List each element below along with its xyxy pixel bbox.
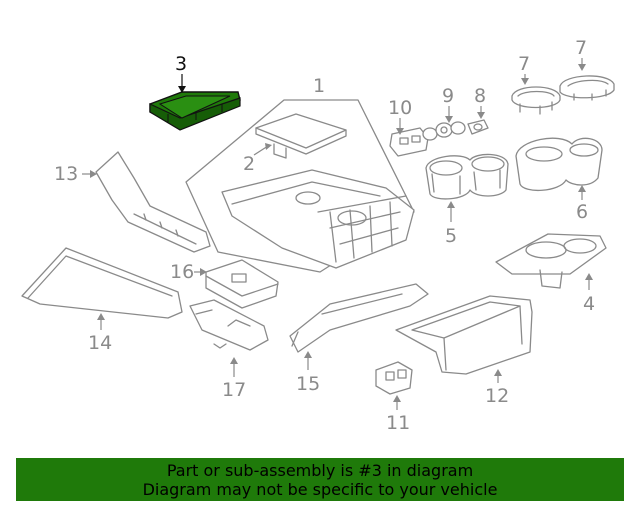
svg-text:9: 9 xyxy=(442,85,454,107)
svg-text:3: 3 xyxy=(175,53,187,75)
callout-16: 16 xyxy=(170,261,207,283)
svg-text:7: 7 xyxy=(518,53,530,75)
callout-7-left: 7 xyxy=(518,53,530,85)
callout-5: 5 xyxy=(445,201,457,247)
banner-line-2: Diagram may not be specific to your vehi… xyxy=(142,480,498,499)
part-12-storage-bin[interactable] xyxy=(395,295,533,375)
svg-text:10: 10 xyxy=(388,97,412,119)
banner-line-1: Part or sub-assembly is #3 in diagram xyxy=(166,461,474,480)
callout-6: 6 xyxy=(576,185,588,223)
parts-diagram: 3 1 2 10 xyxy=(21,37,615,434)
part-13-side-panel[interactable] xyxy=(95,151,211,253)
svg-text:7: 7 xyxy=(575,37,587,59)
callout-7-right: 7 xyxy=(575,37,587,71)
part-9-outlet[interactable] xyxy=(422,121,466,141)
callout-3: 3 xyxy=(175,53,187,93)
svg-text:2: 2 xyxy=(243,153,255,175)
part-3-tray[interactable] xyxy=(149,91,241,131)
callout-10: 10 xyxy=(388,97,412,135)
svg-text:14: 14 xyxy=(88,332,112,354)
svg-text:13: 13 xyxy=(54,163,78,185)
svg-text:6: 6 xyxy=(576,201,588,223)
callout-8: 8 xyxy=(474,85,486,119)
svg-text:16: 16 xyxy=(170,261,194,283)
part-1-console-box[interactable] xyxy=(185,99,415,273)
part-7-ring-right[interactable] xyxy=(559,75,615,101)
part-8-plug[interactable] xyxy=(467,119,489,135)
part-14-armrest-panel[interactable] xyxy=(21,247,183,319)
part-15-trim-rail[interactable] xyxy=(289,283,429,353)
part-16-module[interactable] xyxy=(205,259,279,309)
part-6-cup-insert[interactable] xyxy=(515,137,603,191)
svg-text:12: 12 xyxy=(485,385,509,407)
callout-9: 9 xyxy=(442,85,454,123)
callout-12: 12 xyxy=(485,369,509,407)
svg-text:1: 1 xyxy=(313,75,325,97)
part-17-bracket[interactable] xyxy=(189,299,269,351)
part-11-switch-block[interactable] xyxy=(375,361,413,395)
part-5-cup-holder[interactable] xyxy=(425,153,509,200)
part-7-ring-left[interactable] xyxy=(511,86,561,115)
svg-text:15: 15 xyxy=(296,373,320,395)
callout-13: 13 xyxy=(54,163,97,185)
part-10-switch[interactable] xyxy=(389,127,429,157)
svg-text:8: 8 xyxy=(474,85,486,107)
callout-15: 15 xyxy=(296,351,320,395)
svg-text:4: 4 xyxy=(583,293,595,315)
callout-1: 1 xyxy=(313,75,325,97)
part-2-lid[interactable] xyxy=(255,113,347,159)
callout-2: 2 xyxy=(243,143,272,175)
info-banner: Part or sub-assembly is #3 in diagram Di… xyxy=(16,458,624,501)
callout-14: 14 xyxy=(88,313,112,354)
svg-text:17: 17 xyxy=(222,379,246,401)
callout-4: 4 xyxy=(583,273,595,315)
callout-17: 17 xyxy=(222,357,246,401)
svg-text:11: 11 xyxy=(386,412,410,434)
part-4-bezel[interactable] xyxy=(495,233,607,289)
svg-text:5: 5 xyxy=(445,225,457,247)
callout-11: 11 xyxy=(386,395,410,434)
